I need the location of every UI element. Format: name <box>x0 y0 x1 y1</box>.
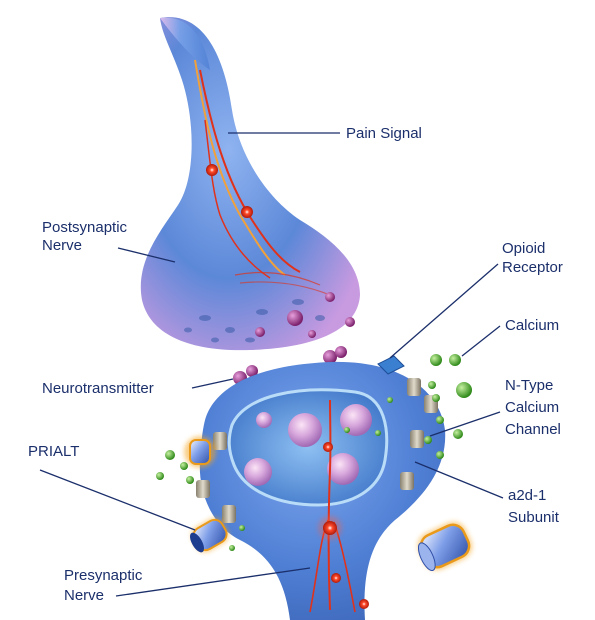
n-type-label-line2: Calcium <box>505 399 559 416</box>
signal-dot <box>206 164 218 176</box>
presynaptic-label-line2: Nerve <box>64 587 104 604</box>
a2d1-label-line1: a2d-1 <box>508 487 546 504</box>
presynaptic-label-line1: Presynaptic <box>64 567 143 584</box>
n-type-label-line3: Channel <box>505 421 561 438</box>
prialt-molecule <box>412 517 477 576</box>
pain-signal-label: Pain Signal <box>346 125 422 142</box>
signal-dot <box>323 442 333 452</box>
presynaptic-nerve <box>196 356 445 620</box>
n-type-label-line1: N-Type <box>505 377 553 394</box>
signal-dot <box>359 599 369 609</box>
neurotransmitter-label: Neurotransmitter <box>42 380 154 397</box>
label-presynaptic: Presynaptic Nerve <box>64 567 310 604</box>
signal-dot <box>331 573 341 583</box>
label-neurotransmitter: Neurotransmitter <box>42 379 233 397</box>
label-opioid-receptor: Opioid Receptor <box>390 240 563 358</box>
postsynaptic-label-line1: Postsynaptic <box>42 219 128 236</box>
prialt-label: PRIALT <box>28 443 79 460</box>
label-a2d1-subunit: a2d-1 Subunit <box>415 462 560 526</box>
label-n-type-channel: N-Type Calcium Channel <box>430 377 561 438</box>
prialt-blocked-channel <box>184 436 216 468</box>
a2d1-label-line2: Subunit <box>508 509 560 526</box>
signal-dot <box>323 521 337 535</box>
label-calcium: Calcium <box>462 317 559 356</box>
opioid-receptor-label-line2: Receptor <box>502 259 563 276</box>
signal-dot <box>241 206 253 218</box>
calcium-label: Calcium <box>505 317 559 334</box>
postsynaptic-label-line2: Nerve <box>42 237 82 254</box>
label-pain-signal: Pain Signal <box>228 125 422 142</box>
opioid-receptor-label-line1: Opioid <box>502 240 545 257</box>
